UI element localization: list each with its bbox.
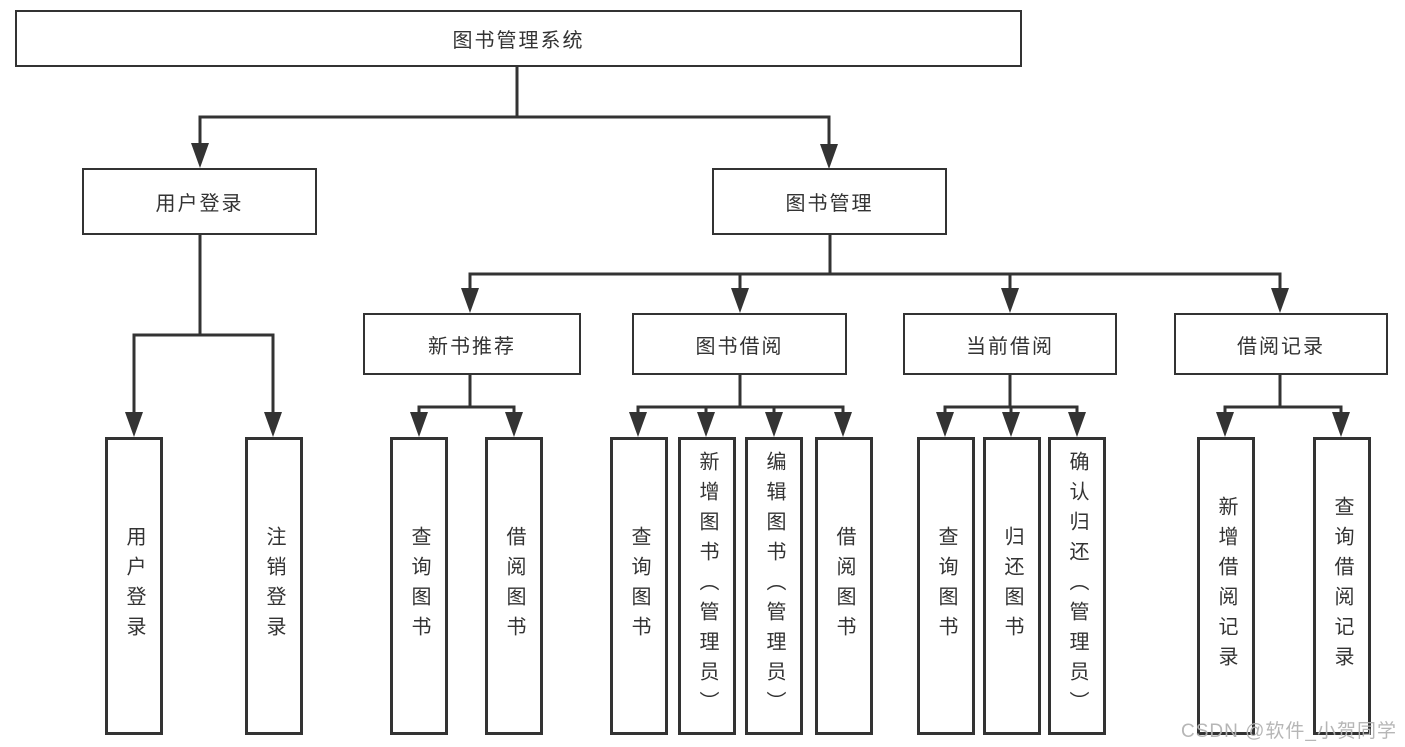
leaf-confirm-return-admin: 确认归还（管理员） <box>1048 437 1106 735</box>
leaf-query-books-borrow: 查询图书 <box>610 437 668 735</box>
node-book-management-label: 图书管理 <box>785 193 874 215</box>
leaf-query-books-recommend: 查询图书 <box>390 437 448 735</box>
leaf-query-borrow-record: 查询借阅记录 <box>1313 437 1371 735</box>
node-book-management: 图书管理 <box>712 168 947 235</box>
node-user-login: 用户登录 <box>82 168 317 235</box>
leaf-borrow-books-recommend: 借阅图书 <box>485 437 543 735</box>
leaf-query-books-current: 查询图书 <box>917 437 975 735</box>
node-borrow-records: 借阅记录 <box>1174 313 1388 375</box>
node-root-label: 图书管理系统 <box>452 30 585 52</box>
node-user-login-label: 用户登录 <box>155 193 244 215</box>
node-current-borrow-label: 当前借阅 <box>966 335 1054 358</box>
node-book-borrow: 图书借阅 <box>632 313 847 375</box>
node-new-book-recommend-label: 新书推荐 <box>428 335 516 358</box>
leaf-logout: 注销登录 <box>245 437 303 735</box>
leaf-borrow-books: 借阅图书 <box>815 437 873 735</box>
node-root: 图书管理系统 <box>15 10 1022 67</box>
leaf-add-books-admin: 新增图书（管理员） <box>678 437 736 735</box>
node-new-book-recommend: 新书推荐 <box>363 313 581 375</box>
node-current-borrow: 当前借阅 <box>903 313 1117 375</box>
leaf-add-borrow-record: 新增借阅记录 <box>1197 437 1255 735</box>
leaf-return-books: 归还图书 <box>983 437 1041 735</box>
node-book-borrow-label: 图书借阅 <box>695 335 784 358</box>
node-borrow-records-label: 借阅记录 <box>1237 335 1325 358</box>
csdn-watermark: CSDN @软件_小贺同学 <box>1181 721 1397 742</box>
leaf-edit-books-admin: 编辑图书（管理员） <box>745 437 803 735</box>
leaf-user-login: 用户登录 <box>105 437 163 735</box>
